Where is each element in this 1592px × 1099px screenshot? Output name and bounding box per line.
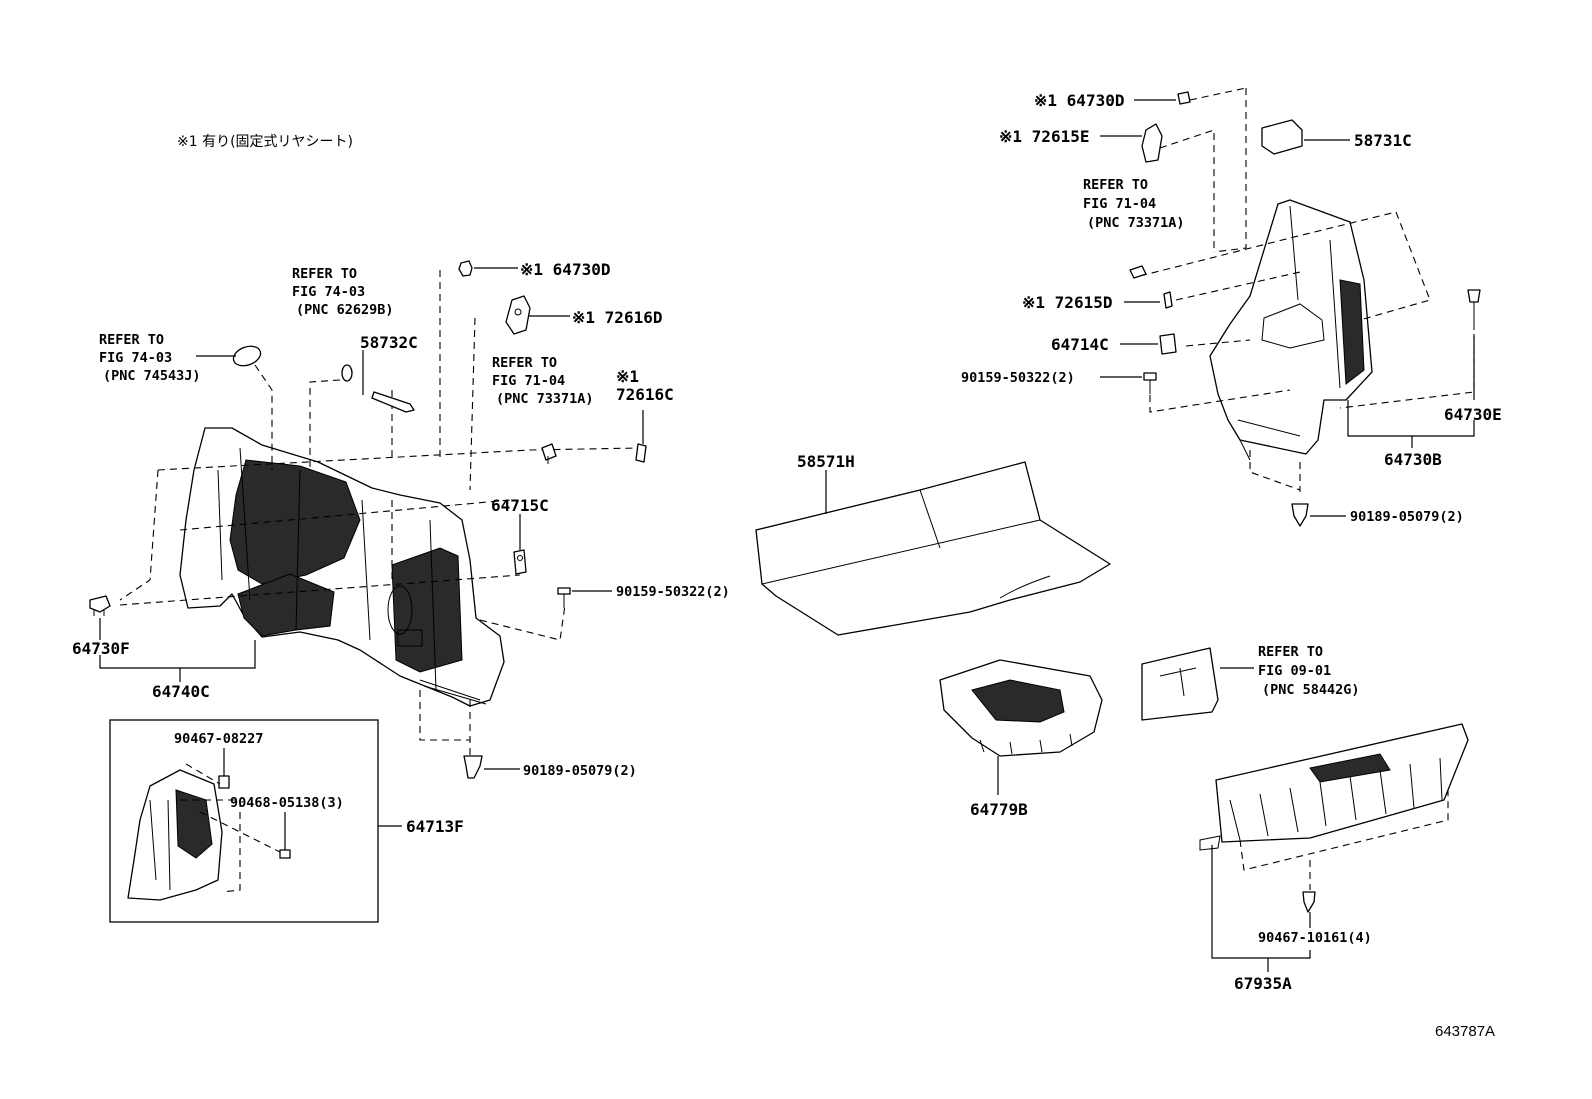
svg-text:REFER TO: REFER TO — [99, 332, 164, 348]
grommet-64730D-right-shape — [1177, 91, 1191, 105]
label-64779B[interactable]: 64779B — [970, 800, 1028, 819]
svg-text:FIG 74-03: FIG 74-03 — [99, 350, 172, 366]
clip-73371A-left-shape — [541, 443, 557, 464]
label-90468-05138[interactable]: 90468-05138(3) — [230, 795, 344, 811]
label-72616C-mark: ※1 — [616, 367, 639, 386]
trim-64713F-shape — [127, 769, 223, 901]
clip-90467-08227-shape — [218, 775, 230, 789]
label-67935A[interactable]: 67935A — [1234, 974, 1292, 993]
cover-74543J-shape — [232, 345, 262, 367]
subassembly-box-64713F — [109, 719, 379, 923]
label-72615D[interactable]: ※1 72615D — [1022, 293, 1112, 312]
label-90159-right[interactable]: 90159-50322(2) — [961, 370, 1075, 386]
screw-90159-left-shape — [557, 587, 571, 608]
svg-text:REFER TO: REFER TO — [492, 355, 557, 371]
refer-note-74543J[interactable]: REFER TO FIG 74-03 (PNC 74543J) — [99, 332, 201, 384]
clip-90467-10161-shape — [1302, 891, 1316, 913]
svg-text:(PNC 73371A): (PNC 73371A) — [496, 391, 594, 407]
label-64730D-left[interactable]: ※1 64730D — [520, 260, 610, 279]
screw-90159-right-shape — [1143, 372, 1157, 394]
svg-text:FIG 74-03: FIG 74-03 — [292, 284, 365, 300]
figure-id: 643787A — [1435, 1023, 1495, 1040]
right-quarter-trim-drawing — [1209, 199, 1373, 461]
label-90159-left[interactable]: 90159-50322(2) — [616, 584, 730, 600]
svg-text:FIG 71-04: FIG 71-04 — [1083, 196, 1156, 212]
label-64730B[interactable]: 64730B — [1384, 450, 1442, 469]
label-72616C[interactable]: 72616C — [616, 385, 674, 404]
svg-text:REFER TO: REFER TO — [1083, 177, 1148, 193]
label-64730F[interactable]: 64730F — [72, 639, 130, 658]
note-text: ※1 有り(固定式リヤシート) — [177, 134, 353, 150]
refer-note-58442G[interactable]: REFER TO FIG 09-01 (PNC 58442G) — [1258, 644, 1360, 698]
svg-text:(PNC 73371A): (PNC 73371A) — [1087, 215, 1185, 231]
tool-bag-58442G-shape — [1141, 647, 1219, 721]
label-90467-10161[interactable]: 90467-10161(4) — [1258, 930, 1372, 946]
clip-90189-right-shape — [1291, 503, 1309, 527]
cover-58731C-shape — [1261, 119, 1303, 155]
clip-62629B-shape — [341, 364, 353, 382]
label-64714C[interactable]: 64714C — [1051, 335, 1109, 354]
svg-text:(PNC 62629B): (PNC 62629B) — [296, 302, 394, 318]
tool-tray-64779B-shape — [939, 659, 1103, 757]
refer-note-62629B[interactable]: REFER TO FIG 74-03 (PNC 62629B) — [292, 266, 394, 318]
label-90467-08227[interactable]: 90467-08227 — [174, 731, 263, 747]
label-72616D[interactable]: ※1 72616D — [572, 308, 662, 327]
svg-text:REFER TO: REFER TO — [1258, 644, 1323, 660]
label-90189-right[interactable]: 90189-05079(2) — [1350, 509, 1464, 525]
svg-text:(PNC 58442G): (PNC 58442G) — [1262, 682, 1360, 698]
label-58731C[interactable]: 58731C — [1354, 131, 1412, 150]
refer-note-73371A-left[interactable]: REFER TO FIG 71-04 (PNC 73371A) — [492, 355, 594, 407]
hook-58732C-shape — [371, 391, 415, 413]
label-90189-left[interactable]: 90189-05079(2) — [523, 763, 637, 779]
svg-text:FIG 71-04: FIG 71-04 — [492, 373, 565, 389]
bracket-72616D-shape — [505, 295, 531, 335]
left-quarter-trim-drawing — [179, 427, 505, 707]
bracket-64715C-shape — [513, 549, 527, 575]
svg-text:FIG 09-01: FIG 09-01 — [1258, 663, 1331, 679]
label-64713F[interactable]: 64713F — [406, 817, 464, 836]
clip-90468-05138-shape — [279, 849, 291, 859]
label-64730D-right[interactable]: ※1 64730D — [1034, 91, 1124, 110]
pad-64714C-shape — [1159, 333, 1177, 355]
label-64730E[interactable]: 64730E — [1444, 405, 1502, 424]
label-58732C[interactable]: 58732C — [360, 333, 418, 352]
label-72615E[interactable]: ※1 72615E — [999, 127, 1089, 146]
cap-72615E-shape — [1141, 123, 1163, 163]
label-64740C[interactable]: 64740C — [152, 682, 210, 701]
clip-64730E-shape — [1467, 289, 1481, 330]
clip-64730F-shape — [89, 595, 111, 616]
svg-text:(PNC 74543J): (PNC 74543J) — [103, 368, 201, 384]
deck-board-58571H-shape — [755, 461, 1111, 636]
refer-note-73371A-right[interactable]: REFER TO FIG 71-04 (PNC 73371A) — [1083, 177, 1185, 231]
scuff-plate-67935A-shape — [1199, 723, 1469, 851]
pin-72616C-shape — [635, 443, 647, 463]
svg-text:REFER TO: REFER TO — [292, 266, 357, 282]
clip-73371A-right-shape — [1129, 265, 1147, 279]
grommet-64730D-left-shape — [458, 260, 473, 277]
label-64715C[interactable]: 64715C — [491, 496, 549, 515]
clip-90189-left-shape — [463, 755, 483, 779]
pin-72615D-shape — [1163, 291, 1173, 309]
label-58571H[interactable]: 58571H — [797, 452, 855, 471]
